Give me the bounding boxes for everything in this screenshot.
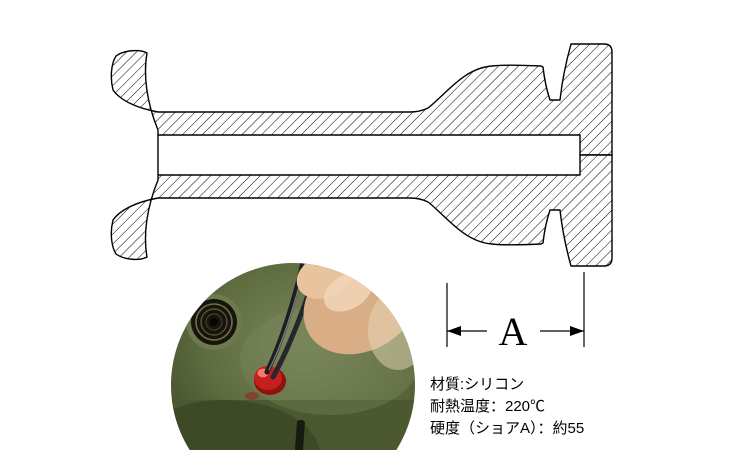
arrowhead-left-icon xyxy=(447,326,461,336)
plug-section-upper-half xyxy=(110,43,613,156)
arrowhead-right-icon xyxy=(570,326,584,336)
spec-text-block: 材質:シリコン 耐熱温度：220℃ 硬度（ショアA）：約55 xyxy=(430,374,584,440)
plug-cross-section xyxy=(110,43,613,267)
dimension-label: A xyxy=(499,309,528,354)
application-photo xyxy=(171,263,415,450)
plug-section-lower-half xyxy=(110,154,613,267)
tool-shadow xyxy=(293,419,305,450)
threaded-hole xyxy=(186,294,242,350)
spec-heat: 耐熱温度：220℃ xyxy=(430,398,546,415)
spec-material: 材質:シリコン xyxy=(430,376,525,393)
spec-hardness: 硬度（ショアA）：約55 xyxy=(430,420,585,437)
dimension-a: A xyxy=(446,272,585,354)
